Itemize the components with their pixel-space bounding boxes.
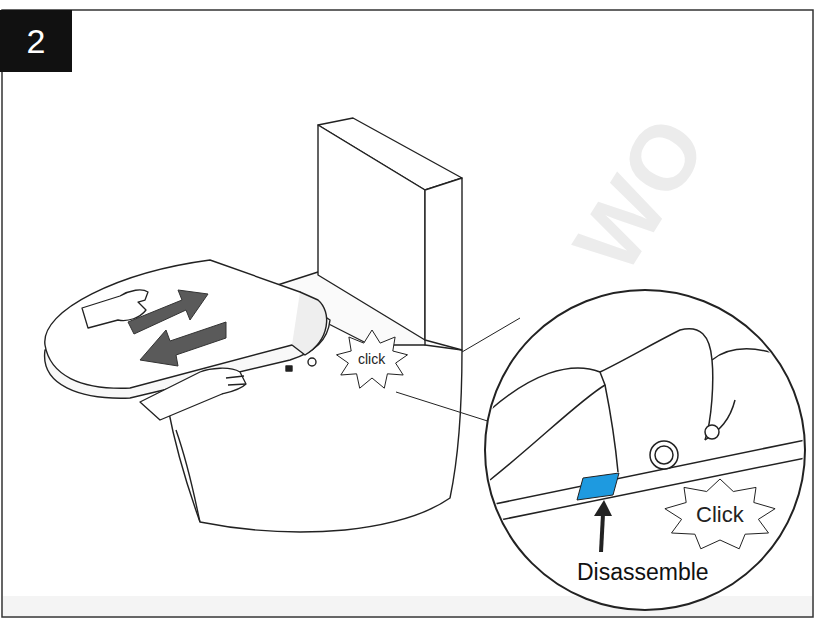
click-sound: Click xyxy=(694,503,746,527)
step-number: 2 xyxy=(27,22,46,61)
callout-label: Disassemble xyxy=(575,560,711,585)
pointer-arrow xyxy=(594,500,612,552)
click-burst xyxy=(665,479,775,549)
toilet xyxy=(45,118,462,532)
slide-arrows xyxy=(128,290,226,366)
release-tab xyxy=(577,473,619,500)
frame xyxy=(2,10,813,617)
magnified-detail xyxy=(490,329,805,520)
hands xyxy=(82,290,246,420)
click-burst xyxy=(337,330,408,388)
magnifier-circle xyxy=(485,290,805,610)
step-number-box: 2 xyxy=(0,10,72,72)
click-sound: click xyxy=(356,352,387,367)
watermark: WO xyxy=(555,101,725,289)
